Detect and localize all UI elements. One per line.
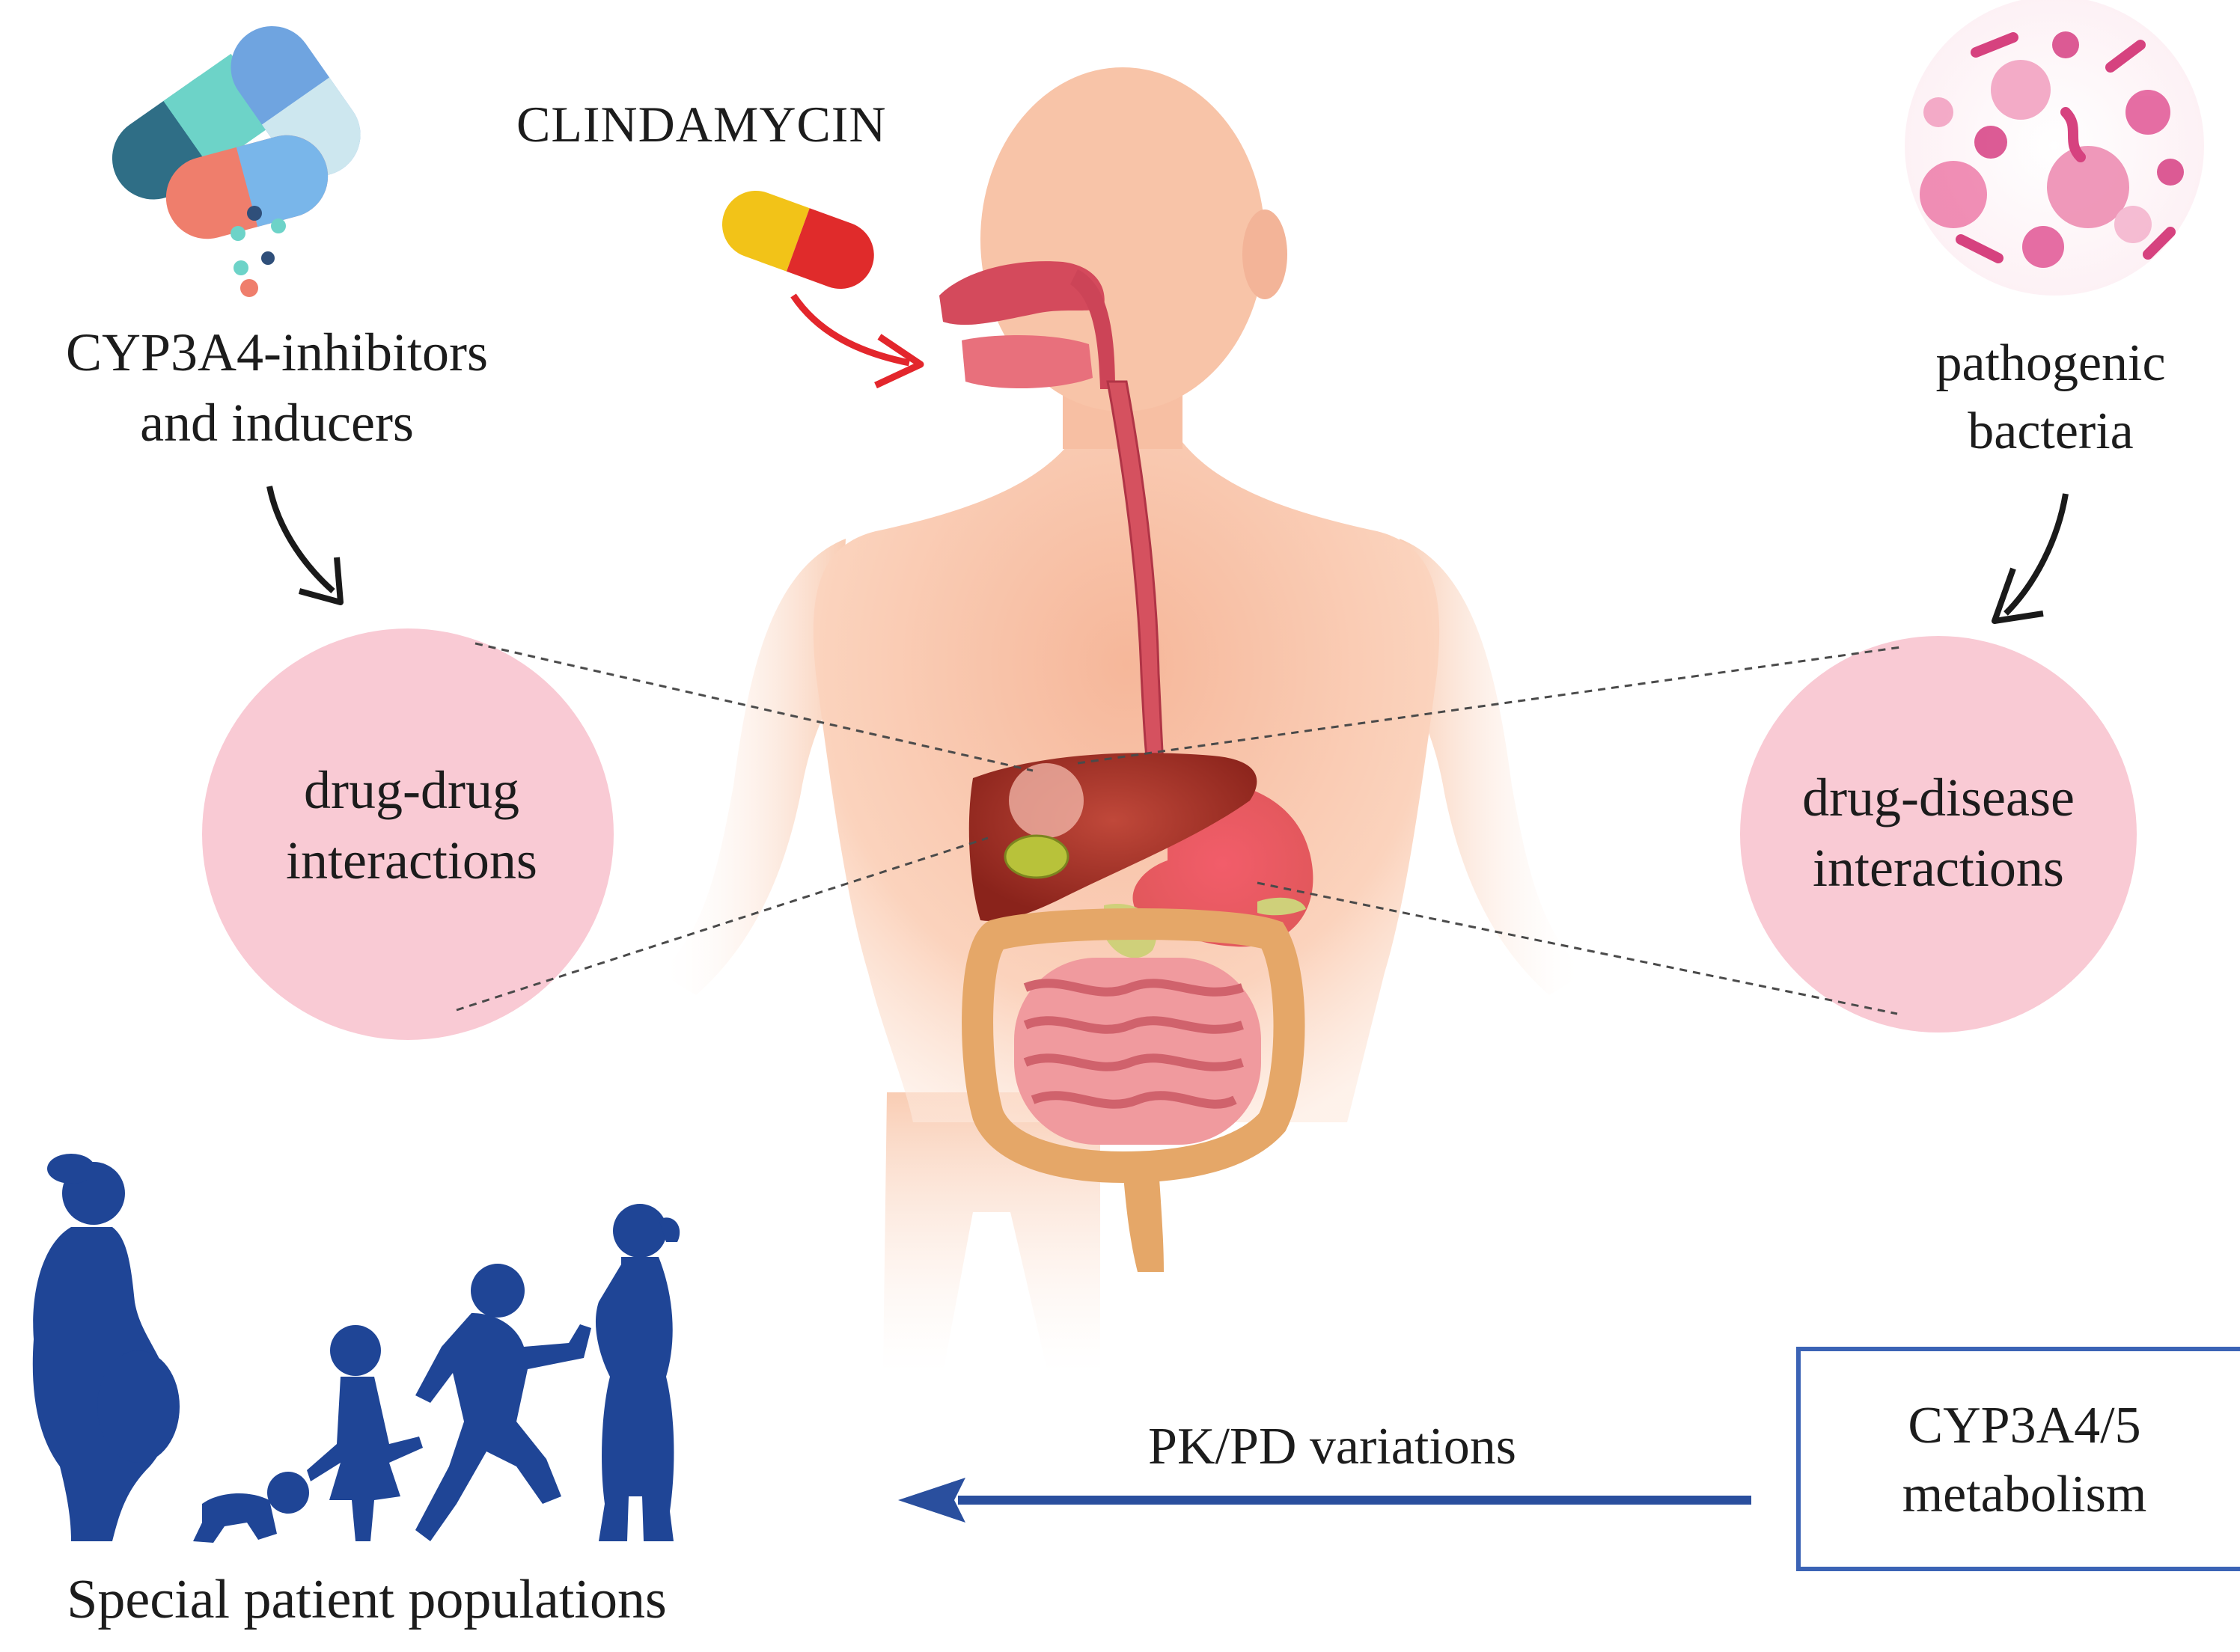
drug-disease-interactions-circle <box>1740 636 2137 1032</box>
liver-highlight <box>1009 763 1084 838</box>
special-patient-populations-label: Special patient populations <box>67 1569 667 1630</box>
head <box>980 67 1265 412</box>
drug-disease-line2: interactions <box>1813 837 2064 898</box>
pancreas-tail <box>1257 897 1306 916</box>
ear <box>1242 209 1287 299</box>
cyp-metabolism-line1: CYP3A4/5 <box>1908 1397 2141 1454</box>
inhibitors-arrow <box>266 486 335 593</box>
bacteria-arrow <box>2004 493 2069 616</box>
cyp3a4-inhibitors-line1: CYP3A4-inhibitors <box>65 322 489 382</box>
drug-disease-interactions-label: drug-disease interactions <box>1736 763 2140 903</box>
bacteria-arrow-head <box>1992 567 2044 624</box>
red-arrow-head <box>874 334 924 389</box>
bacteria-cluster-icon <box>1905 0 2204 296</box>
cyp-metabolism-line2: metabolism <box>1902 1466 2147 1524</box>
large-intestine <box>962 908 1305 1184</box>
cyp3a4-5-metabolism-box <box>1796 1347 2240 1571</box>
rectum <box>1123 1167 1164 1272</box>
red-arrow <box>790 293 910 367</box>
gallbladder <box>1004 834 1069 879</box>
pkpd-variations-label: PK/PD variations <box>1148 1418 1516 1475</box>
pharynx <box>1070 269 1115 389</box>
digestive-system <box>939 261 1313 1272</box>
drug-drug-line1: drug-drug <box>304 760 519 820</box>
dashed-connectors <box>456 642 1902 1015</box>
capsule-icon <box>722 191 874 290</box>
drug-drug-interactions-circle <box>202 628 614 1040</box>
intestine-coils <box>1023 979 1244 1109</box>
right-arm <box>1400 539 1587 995</box>
pills-cluster-icon <box>112 25 361 297</box>
pkpd-arrow-head <box>898 1478 965 1523</box>
oral-cavity <box>962 335 1093 389</box>
pathogenic-bacteria-line1: pathogenic <box>1935 334 2166 392</box>
cyp3a4-inhibitors-line2: and inducers <box>140 392 414 453</box>
cyp3a4-inhibitors-label: CYP3A4-inhibitors and inducers <box>22 318 531 458</box>
pathogenic-bacteria-label: pathogenic bacteria <box>1886 329 2215 465</box>
left-arm <box>659 539 846 995</box>
drug-disease-line1: drug-disease <box>1802 768 2075 827</box>
drug-drug-interactions-label: drug-drug interactions <box>217 756 606 896</box>
inhibitors-arrow-head <box>298 557 344 605</box>
pathogenic-bacteria-line2: bacteria <box>1968 403 2134 460</box>
cyp3a4-5-metabolism-label: CYP3A4/5 metabolism <box>1796 1392 2240 1530</box>
drug-drug-line2: interactions <box>286 830 537 890</box>
family-silhouettes-icon <box>32 1154 680 1543</box>
nasal-cavity <box>939 261 1105 325</box>
clindamycin-label: CLINDAMYCIN <box>516 96 887 153</box>
